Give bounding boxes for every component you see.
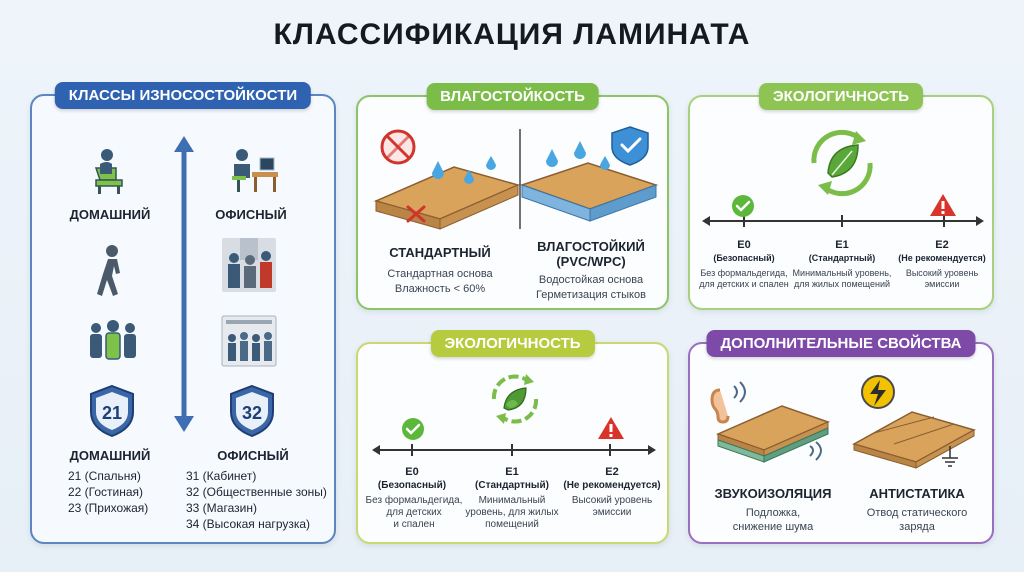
eco1-e2-d1: Высокий уровень	[905, 268, 979, 278]
check-circle-icon	[732, 195, 754, 217]
eco1-header: ЭКОЛОГИЧНОСТЬ	[758, 83, 924, 110]
extra-properties-panel: ДОПОЛНИТЕЛЬНЫЕ СВОЙСТВА ЗВУКОИЗОЛЯЦИЯ По…	[688, 330, 994, 544]
eco2-e2-code: E2	[605, 466, 619, 478]
crowd-store-icon	[221, 315, 277, 367]
wear-resistance-panel: КЛАССЫ ИЗНОСОСТОЙКОСТИ ДОМАШНИЙ 21	[30, 82, 336, 544]
laminate-comparison-illustration	[373, 126, 659, 230]
office-class-list: 31 (Кабинет) 32 (Общественные зоны) 33 (…	[186, 468, 336, 532]
office-badge-text: 32	[242, 403, 262, 423]
eco2-e0-code: E0	[405, 466, 419, 478]
sitting-person-icon	[94, 149, 123, 194]
eco2-e0-tag: (Безопасный)	[377, 480, 447, 491]
eco2-e0-d2: для детских	[386, 507, 442, 518]
list-item: 23 (Прихожая)	[68, 501, 149, 515]
eco-scale-line	[702, 215, 984, 227]
sound-line1: Подложка,	[745, 507, 801, 519]
warning-icon	[598, 417, 624, 439]
home-label-top: ДОМАШНИЙ	[69, 207, 151, 222]
eco2-e2-d1: Высокий уровень	[571, 495, 653, 506]
ecology-panel-top: ЭКОЛОГИЧНОСТЬ E0 (Безопасный) Без формал…	[688, 83, 994, 310]
eco1-e1-d2: для жилых помещений	[793, 279, 891, 289]
moisture-header: ВЛАГОСТОЙКОСТЬ	[426, 83, 599, 110]
sound-line2: снижение шума	[732, 521, 814, 533]
resistant-line1: Водостойкая основа	[538, 274, 644, 286]
standard-title: СТАНДАРТНЫЙ	[389, 245, 491, 260]
recycle-leaf-icon	[811, 129, 873, 197]
home-class-list: 21 (Спальня) 22 (Гостиная) 23 (Прихожая)	[68, 468, 178, 516]
page-title: КЛАССИФИКАЦИЯ ЛАМИНАТА	[273, 18, 751, 51]
office-shield-badge-icon: 32	[230, 384, 274, 438]
eco2-e0-d1: Без формальдегида,	[365, 495, 463, 506]
eco2-e1-code: E1	[505, 466, 519, 478]
business-people-icon	[222, 238, 276, 292]
sound-title: ЗВУКОИЗОЛЯЦИЯ	[714, 486, 832, 501]
eco2-e1-tag: (Стандартный)	[475, 480, 549, 491]
eco2-e2-d2: эмиссии	[592, 507, 632, 518]
office-label: ОФИСНЫЙ	[217, 448, 289, 463]
check-circle-icon	[402, 418, 424, 440]
standard-line2: Влажность < 60%	[394, 283, 486, 295]
list-item: 22 (Гостиная)	[68, 485, 144, 499]
eco2-e1-d1: Минимальный	[478, 495, 546, 506]
updown-arrow-icon	[174, 136, 194, 432]
office-desk-icon	[232, 149, 278, 192]
warning-icon	[930, 194, 956, 216]
resistant-title: ВЛАГОСТОЙКИЙ	[537, 239, 645, 254]
ecology-panel-bottom: ЭКОЛОГИЧНОСТЬ E0 (Безопасный) Без формал…	[356, 330, 669, 544]
standard-line1: Стандартная основа	[387, 268, 493, 280]
antistatic-line2: заряда	[899, 521, 935, 533]
eco2-e2-tag: (Не рекомендуется)	[563, 480, 661, 491]
antistatic-title: АНТИСТАТИКА	[869, 486, 965, 501]
antistatic-illustration	[852, 375, 976, 469]
eco1-e0-d2: для детских и спален	[699, 279, 789, 289]
resistant-line2: Герметизация стыков	[536, 289, 646, 301]
eco2-header: ЭКОЛОГИЧНОСТЬ	[430, 330, 595, 357]
eco-scale-line	[372, 444, 656, 456]
eco2-e1-d2: уровень, для жилых	[465, 507, 559, 518]
resistant-title2: (PVC/WPC)	[556, 254, 626, 269]
list-item: 33 (Магазин)	[186, 501, 257, 515]
eco1-e1-tag: (Стандартный)	[808, 253, 876, 263]
recycle-leaf-icon	[491, 374, 539, 424]
list-item: 21 (Спальня)	[68, 469, 141, 483]
eco2-e1-d3: помещений	[485, 519, 539, 530]
moisture-panel: ВЛАГОСТОЙКОСТЬ СТАНДАРТНЫЙ Стандартная о…	[356, 83, 669, 310]
extra-header: ДОПОЛНИТЕЛЬНЫЕ СВОЙСТВА	[706, 330, 976, 357]
sound-insulation-illustration	[710, 381, 831, 463]
list-item: 32 (Общественные зоны)	[186, 485, 327, 499]
eco1-e2-d2: эмиссии	[924, 279, 960, 289]
antistatic-line1: Отвод статического	[866, 507, 968, 519]
office-label-top: ОФИСНЫЙ	[215, 207, 287, 222]
eco1-e0-tag: (Безопасный)	[713, 253, 775, 263]
wear-header: КЛАССЫ ИЗНОСОСТОЙКОСТИ	[54, 82, 312, 109]
home-label: ДОМАШНИЙ	[69, 448, 151, 463]
list-item: 34 (Высокая нагрузка)	[186, 517, 311, 531]
eco1-e2-code: E2	[935, 239, 949, 251]
walking-person-icon	[97, 245, 120, 296]
eco2-e0-d3: и спален	[393, 519, 435, 530]
home-badge-text: 21	[102, 403, 122, 423]
eco1-e2-tag: (Не рекомендуется)	[898, 253, 986, 263]
eco1-e0-code: E0	[737, 239, 751, 251]
eco1-e1-code: E1	[835, 239, 849, 251]
group-people-icon	[90, 320, 136, 360]
list-item: 31 (Кабинет)	[186, 469, 257, 483]
shield-badge-icon: 21	[90, 384, 134, 438]
eco1-e1-d1: Минимальный уровень,	[792, 268, 892, 278]
eco1-e0-d1: Без формальдегида,	[700, 268, 788, 278]
